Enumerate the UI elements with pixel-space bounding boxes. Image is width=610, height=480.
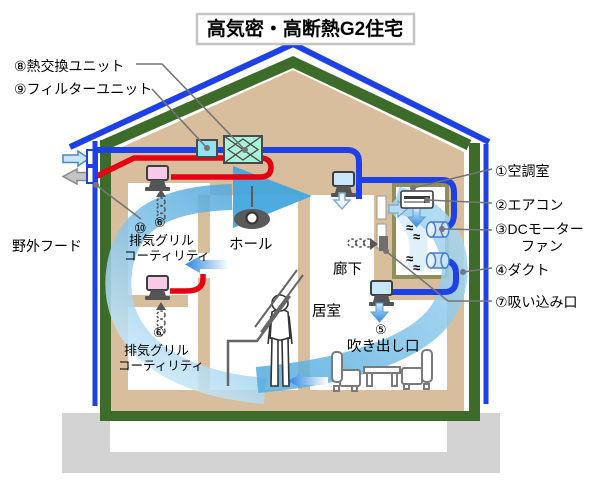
label-exhaust-number-upper: ⑥ [154,215,166,230]
armchair-left [331,351,361,392]
exhaust-arrow [61,167,90,186]
label-ac-room: ①空調室 [495,163,550,179]
staircase [226,269,304,386]
suction-coil-right [347,238,378,250]
label-exhaust-grill-upper2: コーティリティ [124,249,210,263]
floor-flow-arrow [288,373,328,389]
label-exhaust-grill-lower: 排気グリル [124,343,189,358]
suction-coil-up-upper [156,189,166,222]
label-exhaust-grill-upper: 排気グリル [129,233,194,248]
person-figure [267,294,293,387]
hall-supply-outlet-icon [331,171,356,197]
coffee-table [363,366,401,387]
fan-wave-icon: ≈ [406,220,413,235]
living-furniture [331,349,433,392]
living-down-arrow [369,302,390,323]
label-air-conditioner: ②エアコン [495,197,564,213]
label-exhaust-number-lower: ⑥ [153,325,165,340]
label-suction-inlet: ⑦吸い込み口 [495,294,578,310]
title-box [195,12,416,46]
fan-wave-icon: ≈ [406,251,413,266]
label-duct: ④ダクト [495,262,550,278]
outdoor-hood-openings [61,149,98,186]
label-exhaust-grill-lower2: コーティリティ [118,359,204,373]
hall-down-arrow [332,192,352,211]
fan-wave-icon: ≈ [413,229,420,244]
label-filter-unit: ⑨フィルターユニット [14,81,152,97]
fan-wave-icon: ≈ [413,260,420,275]
dc-fan-lower-icon [425,252,450,269]
ac-down-arrow [406,207,427,228]
airtight-envelope-lines [68,41,491,406]
exhaust-grill-lower-icon [145,275,170,300]
label-hall: ホール [229,237,273,253]
label-corridor: 廊下 [333,261,362,278]
living-supply-outlet-icon [369,280,394,306]
callout-lines [95,63,493,302]
page-title: 高気密・高断熱G2住宅 [207,17,403,40]
label-outlet-number: ⑤ [375,322,387,337]
label-outdoor-hood: 野外フード [12,238,82,254]
label-living-room: 居室 [312,303,341,320]
armchair-right [401,349,433,390]
label-dc-motor-fan2: ファン [521,238,563,254]
diagram-labels: ⑧熱交換ユニット ⑨フィルターユニット ⑩ 野外フード ⑥ 排気グリル コーティ… [12,58,584,373]
label-outdoor-hood-number: ⑩ [134,220,147,236]
label-heat-exchange-unit: ⑧熱交換ユニット [14,58,125,74]
callout-dots [93,145,466,275]
hall-to-utility-arrow [185,256,229,273]
label-outlet: 吹き出し口 [347,338,420,355]
ceiling-lamp-icon [234,186,270,229]
foundation [62,413,500,473]
suction-coil-up-lower [156,302,166,336]
exhaust-grill-upper-icon [145,165,170,191]
label-dc-motor-fan: ③DCモーター [495,221,584,237]
intake-arrow [62,149,91,168]
